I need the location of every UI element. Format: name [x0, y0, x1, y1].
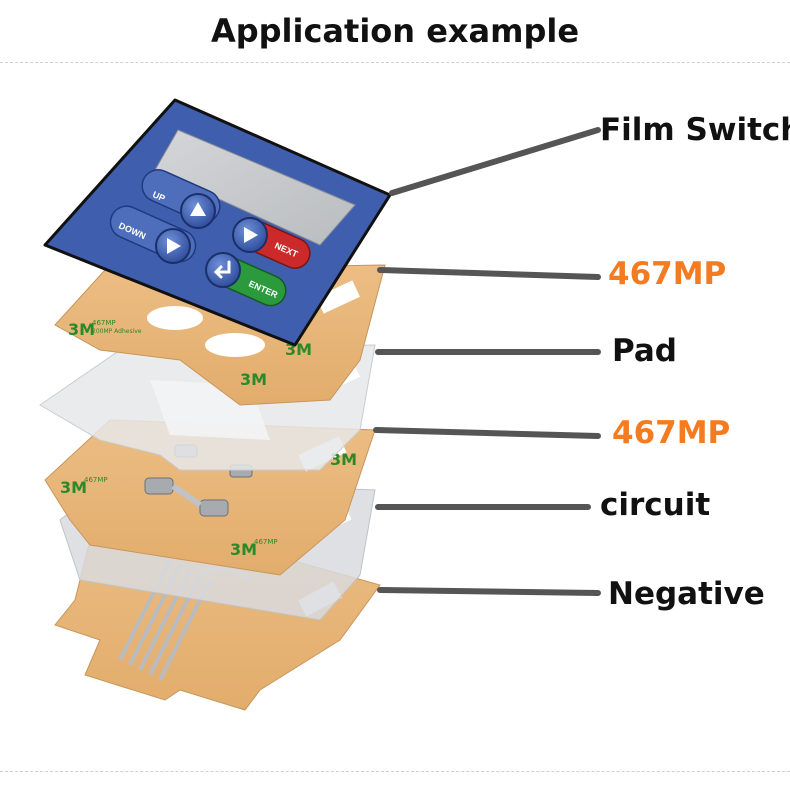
label-negative: Negative [608, 576, 765, 612]
adhesive-lower-brand: 3M [60, 478, 87, 497]
label-adhesive-lower: 467MP [612, 415, 731, 451]
adhesive-upper-brand-2: 3M [240, 370, 267, 389]
contact-trace [171, 483, 202, 508]
label-pad: Pad [612, 333, 677, 369]
leader-film-switch [389, 127, 601, 196]
up-key-label: UP [151, 189, 167, 203]
adhesive-lower-code-2: 467MP [254, 538, 278, 546]
adhesive-lower-brand-2: 3M [230, 540, 257, 559]
up-key[interactable]: UP [137, 165, 225, 229]
adhesive-hole-left [147, 306, 203, 330]
layer-film-switch: UP DOWN NEXT ENTER [43, 98, 392, 347]
down-arrow-icon [167, 238, 181, 254]
label-circuit: circuit [600, 487, 711, 523]
label-film-switch: Film Switch [600, 112, 790, 148]
bottom-divider [0, 771, 790, 772]
adhesive-upper-code: 467MP [92, 319, 116, 327]
leader-adhesive-upper [377, 267, 601, 280]
lcd-window [154, 129, 356, 246]
down-key[interactable]: DOWN [105, 201, 200, 267]
next-key[interactable]: NEXT [229, 213, 314, 273]
label-adhesive-upper: 467MP [608, 256, 727, 292]
next-arrow-icon [244, 227, 258, 243]
adhesive-lower-code: 467MP [84, 476, 108, 484]
adhesive-lower-brand-3: 3M [330, 450, 357, 469]
leader-negative [377, 587, 601, 596]
enter-key[interactable]: ENTER [203, 250, 290, 311]
adhesive-upper-sub: 200MP Adhesive [92, 328, 142, 335]
top-divider [0, 62, 790, 63]
leader-lines [373, 127, 601, 596]
leader-adhesive-lower [373, 427, 601, 439]
up-arrow-icon [190, 202, 206, 216]
adhesive-hole-right [205, 333, 265, 357]
enter-return-icon [213, 260, 231, 279]
adhesive-upper-slot [316, 280, 360, 314]
title: Application example [210, 12, 580, 50]
adhesive-upper-brand: 3M [68, 320, 95, 339]
